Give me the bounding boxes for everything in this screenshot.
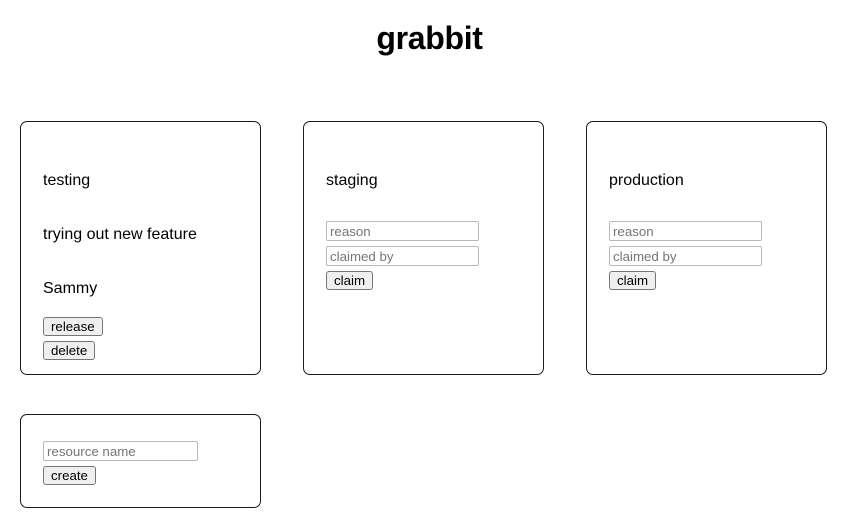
resource-card-testing: testing trying out new feature Sammy rel…	[20, 121, 261, 375]
resource-name-testing: testing	[43, 172, 91, 189]
resource-claimed-by-testing: Sammy	[43, 280, 98, 297]
claim-button-staging[interactable]: claim	[326, 271, 374, 290]
resource-name-input[interactable]	[43, 441, 198, 461]
resource-reason-testing: trying out new feature	[43, 226, 197, 243]
claimed-by-input-production[interactable]	[609, 246, 762, 266]
reason-input-production[interactable]	[609, 221, 762, 241]
resource-card-production: production claim	[586, 121, 827, 375]
reason-input-staging[interactable]	[326, 221, 479, 241]
resource-actions-testing: release delete	[43, 317, 238, 360]
delete-button[interactable]: delete	[43, 341, 96, 360]
create-resource-form: create	[43, 441, 238, 485]
resource-name-staging: staging	[326, 172, 378, 189]
claim-form-staging: claim	[326, 221, 521, 290]
resource-card-row: testing trying out new feature Sammy rel…	[20, 121, 827, 375]
release-button[interactable]: release	[43, 317, 103, 336]
claim-button-production[interactable]: claim	[609, 271, 657, 290]
claimed-by-input-staging[interactable]	[326, 246, 479, 266]
create-resource-card: create	[20, 414, 261, 508]
claim-form-production: claim	[609, 221, 804, 290]
resource-name-production: production	[609, 172, 684, 189]
resource-card-staging: staging claim	[303, 121, 544, 375]
page-title: grabbit	[376, 20, 483, 56]
create-button[interactable]: create	[43, 466, 96, 485]
